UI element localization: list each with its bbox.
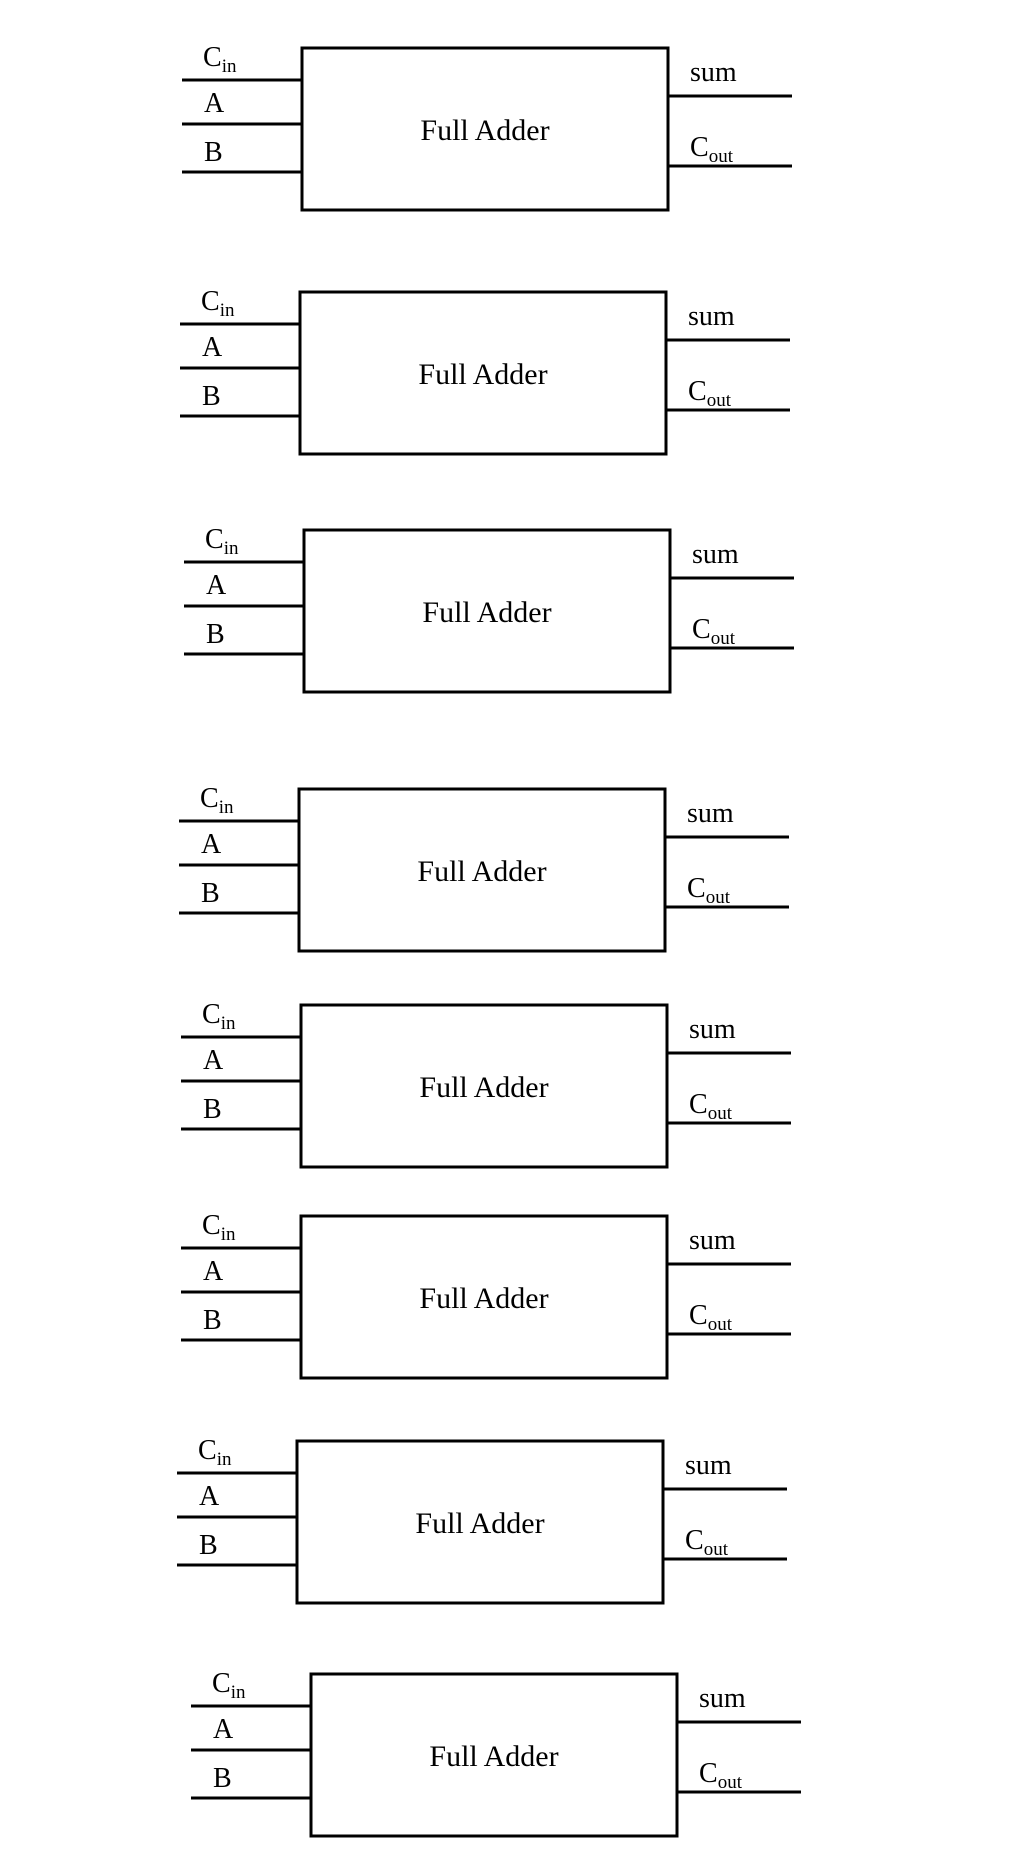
cin-label: Cin [202, 1210, 236, 1245]
full-adder-box [298, 290, 668, 456]
sum-label: sum [689, 1014, 736, 1045]
block-title: Full Adder [419, 1071, 548, 1104]
sum-label: sum [690, 57, 737, 88]
full-adder-box [295, 1439, 665, 1605]
a-label: A [199, 1481, 220, 1512]
full-adder-block: Cin A B Full Adder sum Cout [179, 783, 789, 953]
block-title: Full Adder [415, 1507, 544, 1540]
a-label: A [201, 829, 222, 860]
full-adder-block: Cin A B Full Adder sum Cout [181, 999, 791, 1169]
full-adder-block: Cin A B Full Adder sum Cout [181, 1210, 791, 1380]
b-label: B [203, 1094, 222, 1125]
a-label: A [203, 1045, 224, 1076]
sum-label: sum [685, 1450, 732, 1481]
b-label: B [201, 878, 220, 909]
cin-label: Cin [201, 286, 235, 321]
full-adder-box [299, 1003, 669, 1169]
cout-label: Cout [685, 1525, 729, 1560]
cin-label: Cin [202, 999, 236, 1034]
b-label: B [213, 1763, 232, 1794]
sum-label: sum [692, 539, 739, 570]
cin-label: Cin [212, 1668, 246, 1703]
cout-label: Cout [690, 132, 734, 167]
full-adder-block: Cin A B Full Adder sum Cout [180, 286, 790, 456]
block-title: Full Adder [419, 1282, 548, 1315]
block-title: Full Adder [418, 358, 547, 391]
a-label: A [206, 570, 227, 601]
cout-label: Cout [687, 873, 731, 908]
sum-label: sum [687, 798, 734, 829]
full-adder-box [297, 787, 667, 953]
b-label: B [199, 1530, 218, 1561]
full-adder-block: Cin A B Full Adder sum Cout [184, 524, 794, 694]
full-adder-box [302, 528, 672, 694]
cin-label: Cin [198, 1435, 232, 1470]
a-label: A [204, 88, 225, 119]
cout-label: Cout [689, 1300, 733, 1335]
a-label: A [202, 332, 223, 363]
block-title: Full Adder [429, 1740, 558, 1773]
b-label: B [204, 137, 223, 168]
cout-label: Cout [699, 1758, 743, 1793]
a-label: A [203, 1256, 224, 1287]
sum-label: sum [699, 1683, 746, 1714]
cout-label: Cout [692, 614, 736, 649]
cin-label: Cin [200, 783, 234, 818]
b-label: B [206, 619, 225, 650]
sum-label: sum [688, 301, 735, 332]
full-adder-box [300, 46, 670, 212]
block-title: Full Adder [420, 114, 549, 147]
full-adder-box [309, 1672, 679, 1838]
b-label: B [203, 1305, 222, 1336]
full-adder-block: Cin A B Full Adder sum Cout [191, 1668, 801, 1838]
cin-label: Cin [205, 524, 239, 559]
full-adder-block: Cin A B Full Adder sum Cout [177, 1435, 787, 1605]
b-label: B [202, 381, 221, 412]
full-adder-block: Cin A B Full Adder sum Cout [182, 42, 792, 212]
cin-label: Cin [203, 42, 237, 77]
sum-label: sum [689, 1225, 736, 1256]
full-adder-box [299, 1214, 669, 1380]
a-label: A [213, 1714, 234, 1745]
block-title: Full Adder [422, 596, 551, 629]
cout-label: Cout [689, 1089, 733, 1124]
block-title: Full Adder [417, 855, 546, 888]
cout-label: Cout [688, 376, 732, 411]
